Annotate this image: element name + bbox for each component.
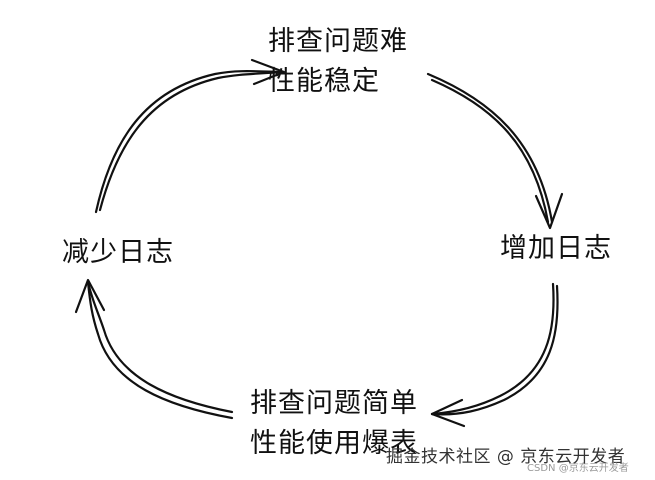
arrowhead xyxy=(250,58,286,86)
edge-top-to-right xyxy=(426,72,564,230)
node-top-line-2: 性能稳定 xyxy=(268,66,380,97)
node-bottom: 排查问题简单 性能使用爆表 xyxy=(250,384,418,464)
edge-line xyxy=(426,72,554,224)
arrowhead xyxy=(430,398,466,428)
node-bottom-line-2: 性能使用爆表 xyxy=(250,428,418,459)
node-right-line-1: 增加日志 xyxy=(500,233,612,264)
edge-line-double xyxy=(86,280,234,420)
edge-line xyxy=(94,70,284,214)
node-right: 增加日志 xyxy=(500,229,612,269)
watermark-csdn: CSDN @京东云开发者 xyxy=(527,463,629,474)
edge-bottom-to-left xyxy=(74,278,234,420)
edge-left-to-top xyxy=(94,58,286,214)
node-left: 减少日志 xyxy=(62,233,174,273)
node-bottom-line-1: 排查问题简单 xyxy=(250,388,418,419)
edge-line-double xyxy=(98,70,284,212)
node-top: 排查问题难 性能稳定 xyxy=(268,22,408,102)
node-top-line-1: 排查问题难 xyxy=(268,26,408,57)
arrowhead xyxy=(74,278,106,314)
arrowhead xyxy=(534,192,564,230)
watermark-juejin: 掘金技术社区 @ 京东云开发者 xyxy=(386,447,626,467)
edge-line-double xyxy=(430,284,559,416)
node-left-line-1: 减少日志 xyxy=(62,237,174,268)
edge-line xyxy=(86,280,234,414)
edge-right-to-bottom xyxy=(430,282,559,428)
edge-line-double xyxy=(430,78,550,224)
edge-line xyxy=(430,282,555,416)
